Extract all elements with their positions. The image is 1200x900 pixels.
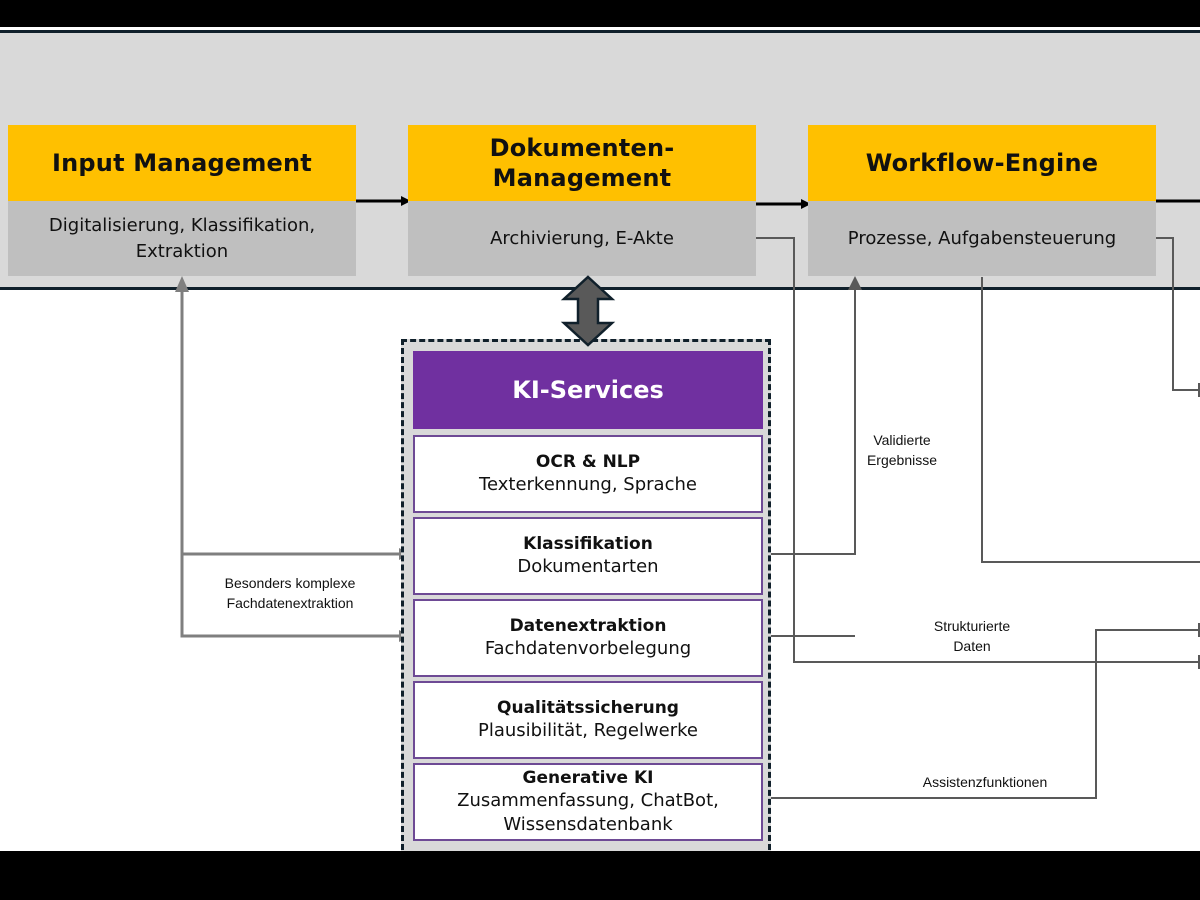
connector-dms-structured-data bbox=[756, 237, 1200, 669]
arrowhead-up-workflow bbox=[848, 276, 862, 290]
label-validated-results: Validierte Ergebnisse bbox=[866, 432, 938, 469]
diagram-canvas: Input Management Digitalisierung, Klassi… bbox=[0, 27, 1200, 851]
arrowhead-up-input bbox=[175, 276, 189, 292]
service-title: Klassifikation bbox=[523, 533, 653, 554]
service-title: Generative KI bbox=[522, 767, 654, 788]
stage-title: Workflow-Engine bbox=[808, 125, 1156, 201]
connector-workflow-down bbox=[981, 277, 1200, 563]
service-title: Datenextraktion bbox=[509, 615, 667, 636]
connector-klassifikation-to-workflow bbox=[756, 287, 856, 555]
connector-input-to-datenextraktion bbox=[180, 285, 411, 642]
stage-description: Archivierung, E-Akte bbox=[408, 201, 756, 276]
ki-service-ocr-nlp: OCR & NLP Texterkennung, Sprache bbox=[413, 435, 763, 513]
service-description: Zusammenfassung, ChatBot, Wissensdatenba… bbox=[457, 789, 719, 836]
service-description: Fachdatenvorbelegung bbox=[484, 637, 692, 659]
connector-generative-ki-assistance bbox=[760, 623, 1200, 799]
ki-service-datenextraktion: Datenextraktion Fachdatenvorbelegung bbox=[413, 599, 763, 677]
connector-workflow-right bbox=[1156, 237, 1200, 397]
service-description: Texterkennung, Sprache bbox=[479, 473, 697, 495]
connectors bbox=[175, 196, 1200, 799]
ki-service-generative-ki: Generative KI Zusammenfassung, ChatBot, … bbox=[413, 763, 763, 841]
stage-dokumenten-management: Dokumenten- Management Archivierung, E-A… bbox=[408, 125, 756, 276]
stage-workflow-engine: Workflow-Engine Prozesse, Aufgabensteuer… bbox=[808, 125, 1156, 276]
stage-title: Dokumenten- Management bbox=[408, 125, 756, 201]
label-structured-data: Strukturierte Daten bbox=[933, 618, 1011, 655]
stage-description: Digitalisierung, Klassifikation, Extrakt… bbox=[8, 201, 356, 276]
service-title: Qualitätssicherung bbox=[497, 697, 679, 718]
stage-description: Prozesse, Aufgabensteuerung bbox=[808, 201, 1156, 276]
bidirectional-arrow-icon bbox=[560, 275, 616, 347]
service-description: Dokumentarten bbox=[517, 555, 659, 577]
ki-services-title: KI-Services bbox=[413, 351, 763, 429]
service-title: OCR & NLP bbox=[535, 451, 641, 472]
service-description: Plausibilität, Regelwerke bbox=[477, 719, 699, 741]
stage-input-management: Input Management Digitalisierung, Klassi… bbox=[8, 125, 356, 276]
ki-services-frame: KI-Services OCR & NLP Texterkennung, Spr… bbox=[401, 339, 771, 851]
label-complex-extraction: Besonders komplexe Fachdatenextraktion bbox=[224, 575, 356, 612]
stage-title: Input Management bbox=[8, 125, 356, 201]
ki-service-klassifikation: Klassifikation Dokumentarten bbox=[413, 517, 763, 595]
label-assistance: Assistenzfunktionen bbox=[922, 774, 1048, 790]
ki-service-qualitaetssicherung: Qualitätssicherung Plausibilität, Regelw… bbox=[413, 681, 763, 759]
